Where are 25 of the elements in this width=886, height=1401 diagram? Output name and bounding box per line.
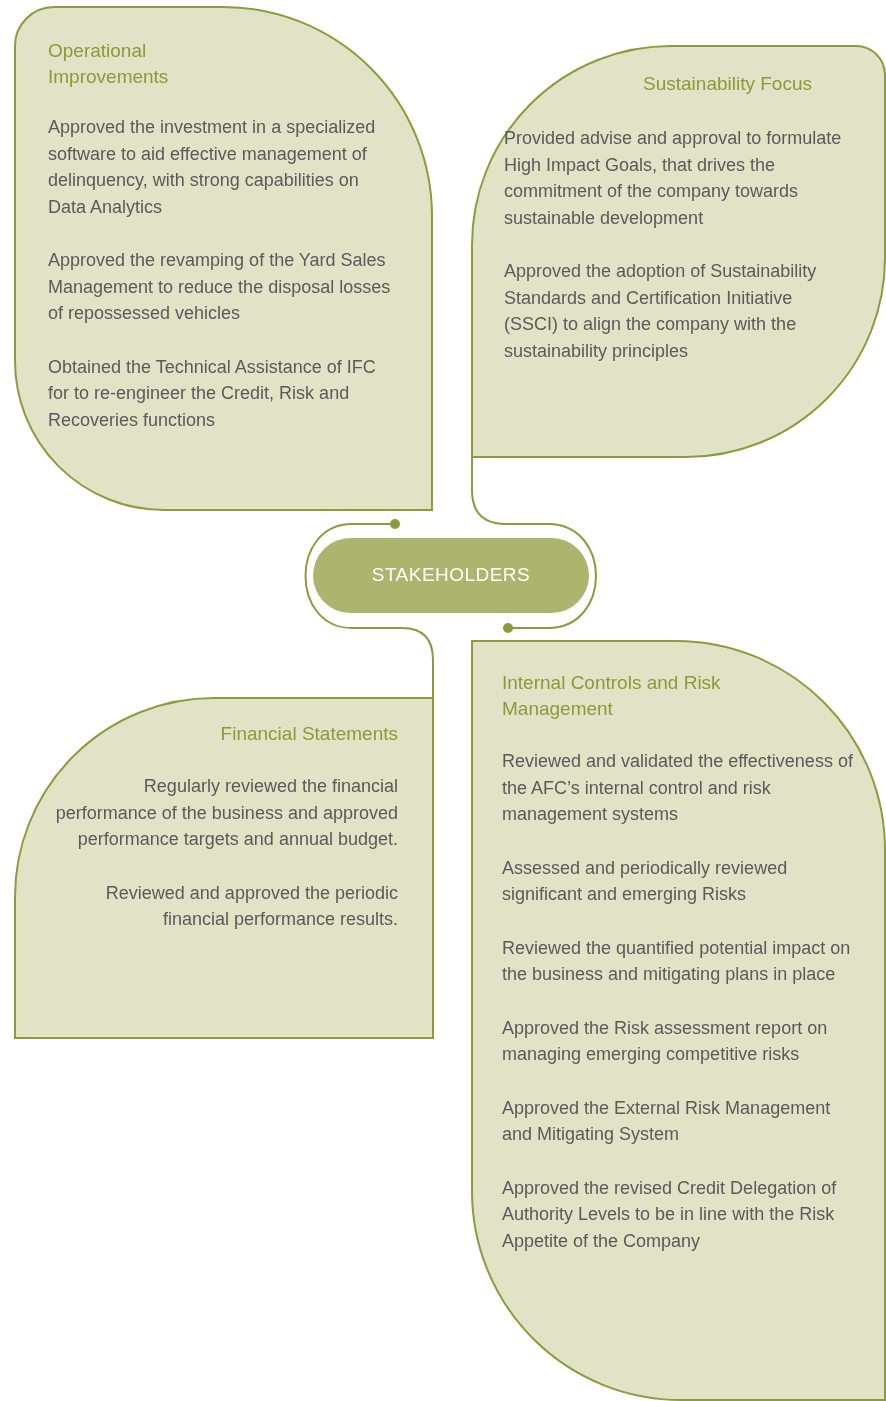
panel-heading: Operational Improvements (48, 39, 170, 89)
panel-text: Provided advise and approval to formulate High Impact Goals, that drives the commitment of the company towards sustainable development (504, 127, 843, 230)
pill-label: STAKEHOLDERS (371, 563, 531, 588)
panel-text: Reviewed the quantified potential impact on the business and mitigating plans in place (502, 936, 852, 986)
panel-text: Reviewed and validated the effectiveness of the AFC’s internal control and risk management systems (502, 750, 854, 826)
panel-text: Approved the investment in a specialized software to aid effective management of delinquency, with strong capabilities on Data Analytics (48, 116, 377, 219)
panel-heading: Internal Controls and Risk Management (502, 671, 722, 721)
leaf-panel (14, 697, 434, 1039)
panel-text: Obtained the Technical Assistance of IFC for to re-engineer the Credit, Risk and Recoveries functions (48, 355, 377, 432)
connector-line (471, 457, 597, 633)
panel-text: Approved the revised Credit Delegation of Authority Levels to be in line with the Risk Appetite of the Company (502, 1176, 838, 1253)
panel-text: Approved the External Risk Management and Mitigating System (502, 1096, 832, 1146)
connector-line (304, 519, 434, 698)
leaf-panel (14, 6, 433, 511)
leaf-panel (471, 640, 886, 1401)
panel-text: Approved the Risk assessment report on managing emerging competitive risks (502, 1016, 829, 1066)
panel-text: Regularly reviewed the financial performance of the business and approved performance targets and annual budget. (54, 775, 398, 851)
title-pill (313, 538, 589, 613)
panel-text: Approved the adoption of Sustainability Standards and Certification Initiative (SSCI) to align the company with the sustainability principles (504, 260, 818, 363)
panel-heading: Financial Statements (219, 722, 398, 746)
panel-text: Reviewed and approved the periodic financial performance results. (104, 881, 398, 931)
panel-text: Approved the revamping of the Yard Sales Management to reduce the disposal losses of repossessed vehicles (48, 249, 392, 325)
leaf-panel (471, 45, 886, 458)
panel-heading: Sustainability Focus (642, 72, 813, 96)
panel-text: Assessed and periodically reviewed significant and emerging Risks (502, 856, 789, 906)
